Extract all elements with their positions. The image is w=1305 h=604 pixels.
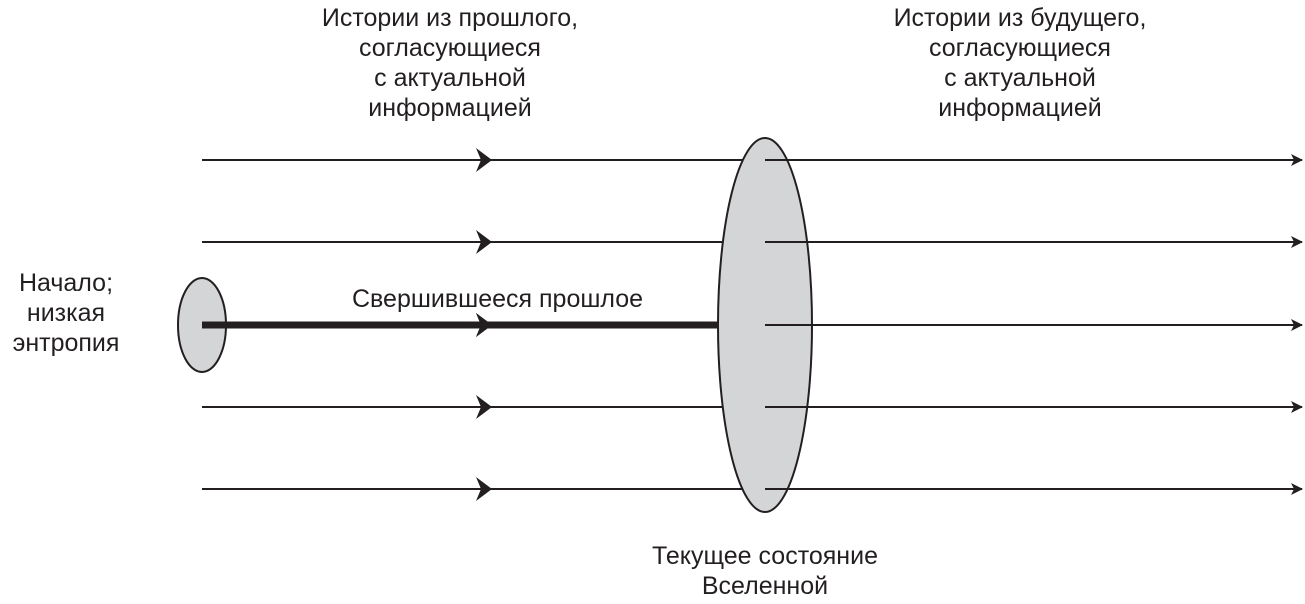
arrowhead-icon	[476, 395, 492, 419]
label-line: Текущее состояние	[651, 542, 878, 570]
beginning-label: Начало; низкая энтропия	[0, 268, 132, 358]
label-line: низкая	[26, 299, 106, 327]
label-line: согласующиеся	[929, 34, 1111, 62]
label-line: информацией	[938, 94, 1102, 122]
arrowhead-icon	[476, 477, 492, 501]
arrowhead-icon	[476, 148, 492, 172]
label-line: Вселенной	[701, 572, 829, 600]
label-line: с актуальной	[374, 64, 526, 92]
label-line: энтропия	[12, 329, 120, 357]
settled-past-label: Свершившееся прошлое	[352, 285, 644, 313]
current-state-label: Текущее состояние Вселенной	[610, 541, 920, 601]
label-line: Начало;	[18, 269, 114, 297]
future-histories-label: Истории из будущего, согласующиеся с акт…	[870, 3, 1170, 123]
label-line: согласующиеся	[359, 34, 541, 62]
label-line: информацией	[368, 94, 532, 122]
arrowhead-icon	[476, 313, 492, 337]
label-line: Истории из прошлого,	[321, 4, 579, 32]
arrowhead-icon	[476, 230, 492, 254]
label-line: Истории из будущего,	[893, 4, 1147, 32]
future-history-lines	[765, 154, 1303, 495]
past-histories-label: Истории из прошлого, согласующиеся с акт…	[300, 3, 600, 123]
past-history-lines	[202, 159, 745, 490]
label-line: с актуальной	[944, 64, 1096, 92]
